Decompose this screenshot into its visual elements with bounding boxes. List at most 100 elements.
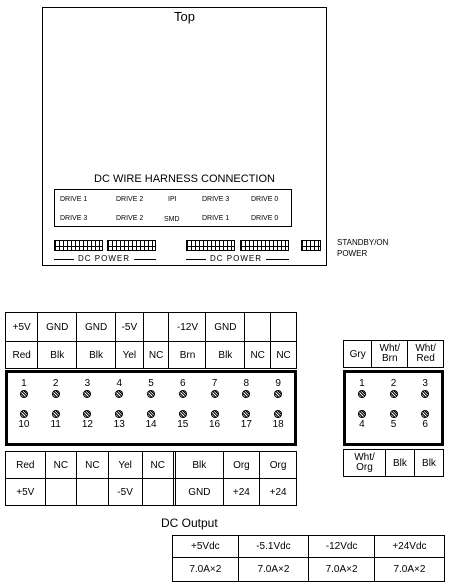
pin-contact-icon bbox=[389, 390, 398, 398]
wire-color-cell: Blk bbox=[76, 341, 116, 369]
pin-number: 18 bbox=[272, 419, 284, 430]
wire-color-cell: NC bbox=[142, 341, 170, 369]
dc-power-connector bbox=[240, 240, 289, 251]
pin-number: 4 bbox=[359, 419, 365, 430]
connector-pin: 7 bbox=[199, 378, 231, 398]
connector-pin: 18 bbox=[262, 410, 294, 430]
wire-color-cell: NC bbox=[270, 341, 297, 369]
pin-number: 5 bbox=[390, 419, 397, 430]
connector-pin: 6 bbox=[167, 378, 199, 398]
pin-contact-icon bbox=[83, 410, 92, 418]
pin-contact-icon bbox=[210, 390, 219, 398]
connector-pin: 9 bbox=[262, 378, 294, 398]
pin-voltage-cell: +5V bbox=[4, 312, 39, 342]
dc-output-header: -12Vdc bbox=[308, 535, 375, 558]
pin-contact-icon bbox=[274, 410, 283, 418]
pin-voltage-cell: +5V bbox=[5, 478, 46, 506]
pin-contact-icon bbox=[178, 390, 187, 398]
pin-number: 2 bbox=[52, 378, 59, 389]
pin-contact-icon bbox=[357, 390, 366, 398]
pin-number: 1 bbox=[359, 378, 365, 389]
pin-voltage-cell: +24 bbox=[222, 478, 261, 506]
wire-color-cell: Org bbox=[259, 451, 297, 479]
pin-contact-icon bbox=[274, 390, 283, 398]
pin-voltage-cell bbox=[142, 312, 170, 342]
dc-output-header: +24Vdc bbox=[373, 535, 446, 558]
harness-label: DRIVE 1 bbox=[60, 196, 88, 203]
connector6-pin-block: 1 2 3 4 5 6 bbox=[343, 370, 444, 446]
harness-label: DRIVE 2 bbox=[116, 196, 144, 203]
harness-label: IPI bbox=[168, 196, 177, 203]
dc-output-header: +5Vdc bbox=[172, 535, 239, 558]
pin-contact-icon bbox=[83, 390, 92, 398]
pin-contact-icon bbox=[147, 390, 155, 398]
pin-number: 15 bbox=[177, 419, 189, 430]
pin-contact-icon bbox=[19, 410, 28, 418]
connector-pin: 4 bbox=[103, 378, 135, 398]
standby-label-line: POWER bbox=[337, 249, 368, 258]
pin-contact-icon bbox=[51, 390, 60, 398]
harness-label: SMD bbox=[164, 216, 180, 223]
dc-power-label: DC POWER bbox=[74, 254, 134, 263]
wire-color-cell: Yel bbox=[115, 341, 144, 369]
standby-connector bbox=[301, 240, 321, 251]
pin-voltage-cell bbox=[44, 478, 78, 506]
pin-voltage-cell bbox=[244, 312, 272, 342]
connector-pin: 4 bbox=[346, 410, 378, 430]
wire-color-cell: Blk bbox=[37, 341, 78, 369]
pin-voltage-cell: GND bbox=[205, 312, 246, 342]
wire-color-cell: Org bbox=[222, 451, 261, 479]
pin-voltage-cell bbox=[141, 478, 175, 506]
wire-color-line: Wht/ bbox=[354, 452, 375, 463]
connector-pin: 15 bbox=[167, 410, 199, 430]
pin-contact-icon bbox=[242, 390, 251, 398]
pin-voltage-cell bbox=[173, 478, 177, 506]
pin-contact-icon bbox=[115, 410, 124, 418]
pin-number: 3 bbox=[422, 378, 428, 389]
connector-pin: 16 bbox=[199, 410, 231, 430]
connector-pin: 17 bbox=[230, 410, 262, 430]
pin-number: 12 bbox=[81, 419, 93, 430]
dc-output-value: 7.0A×2 bbox=[172, 557, 239, 582]
wire-color-cell: NC bbox=[244, 341, 272, 369]
harness-label: DRIVE 3 bbox=[202, 196, 230, 203]
wire-color-cell: NC bbox=[44, 451, 78, 479]
wire-color-cell: Red bbox=[5, 451, 46, 479]
wire-color-line: Org bbox=[356, 462, 373, 473]
connector-pin: 10 bbox=[8, 410, 40, 430]
pin-number: 3 bbox=[84, 378, 91, 389]
connector-pin: 8 bbox=[230, 378, 262, 398]
pin-number: 4 bbox=[116, 378, 122, 389]
top-label: Top bbox=[174, 9, 195, 24]
pin-voltage-cell: -5V bbox=[115, 312, 144, 342]
connector-pin: 2 bbox=[378, 378, 410, 398]
connector-pin: 1 bbox=[8, 378, 40, 398]
wire-color-cell: Blk bbox=[175, 451, 224, 479]
pin-number: 16 bbox=[208, 419, 221, 430]
connector-pin: 14 bbox=[135, 410, 167, 430]
dc-output-value: 7.0A×2 bbox=[237, 557, 310, 582]
wire-color-cell: Blk bbox=[413, 449, 445, 477]
pin-contact-icon bbox=[242, 410, 251, 418]
pin-number: 6 bbox=[422, 419, 428, 430]
wire-color-cell: Wht/Red bbox=[407, 340, 444, 368]
harness-label: DRIVE 0 bbox=[251, 215, 279, 222]
connector-pin: 3 bbox=[409, 378, 441, 398]
wire-color-cell: Yel bbox=[107, 451, 143, 479]
dc-power-connector bbox=[107, 240, 156, 251]
pin-contact-icon bbox=[51, 410, 60, 418]
pin-voltage-cell: GND bbox=[37, 312, 78, 342]
wire-color-cell: Wht/Brn bbox=[371, 340, 409, 368]
wire-color-line: Wht/ bbox=[415, 343, 436, 354]
pin-number: 11 bbox=[50, 419, 61, 430]
pin-number: 14 bbox=[145, 419, 157, 430]
wire-color-line: Red bbox=[416, 353, 435, 364]
pin-contact-icon bbox=[147, 410, 155, 418]
dc-output-header: -5.1Vdc bbox=[237, 535, 310, 558]
pin-voltage-cell: -12V bbox=[168, 312, 207, 342]
